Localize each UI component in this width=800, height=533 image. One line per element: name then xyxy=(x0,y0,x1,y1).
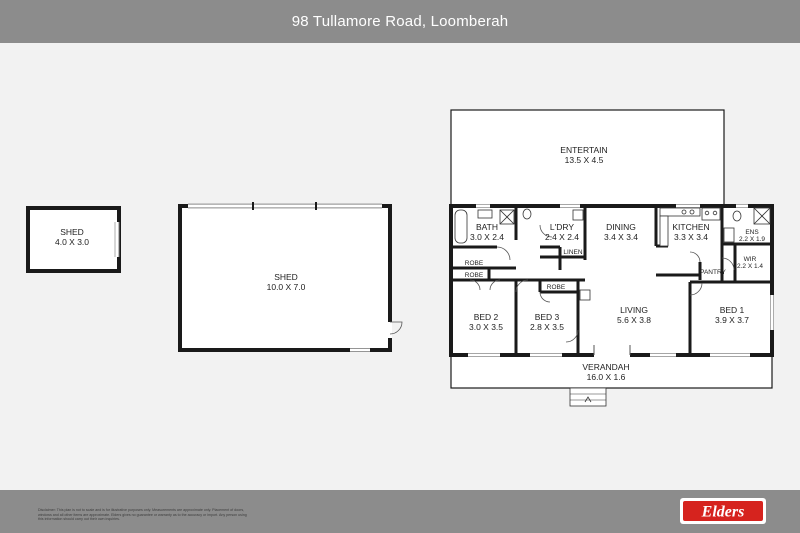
ensuite-vanity-icon xyxy=(723,227,735,243)
disclaimer-text: Disclaimer: This plan is not to scale an… xyxy=(38,508,247,522)
robe-label-1: ROBE xyxy=(465,260,484,267)
page-footer: Disclaimer: This plan is not to scale an… xyxy=(0,490,800,533)
wir-dims: 2.2 X 1.4 xyxy=(737,263,763,270)
pantry-label: PANTRY xyxy=(700,269,726,276)
floor-plan: SHED 4.0 X 3.0 SHED 10.0 X 7.0 ENTERTAIN… xyxy=(0,43,800,490)
bath-vanity-icon xyxy=(477,209,493,219)
property-address: 98 Tullamore Road, Loomberah xyxy=(291,13,509,30)
stove-icon xyxy=(701,207,721,221)
kitchen-label: KITCHEN xyxy=(672,222,709,232)
bed1-dims: 3.9 X 3.7 xyxy=(715,315,749,325)
floor-plan-drawing: SHED 4.0 X 3.0 SHED 10.0 X 7.0 ENTERTAIN… xyxy=(26,109,774,407)
bathtub-icon xyxy=(454,209,468,244)
bath-dims: 3.0 X 2.4 xyxy=(470,232,504,242)
living-fixture-icon xyxy=(579,289,591,301)
bath-label: BATH xyxy=(476,222,498,232)
dining-dims: 3.4 X 3.4 xyxy=(604,232,638,242)
entertain-label: ENTERTAIN xyxy=(560,145,607,155)
large-shed-label: SHED xyxy=(274,272,298,282)
robe-label-2: ROBE xyxy=(465,272,484,279)
kitchen-bench-icon xyxy=(659,207,701,217)
elders-logo-text: Elders xyxy=(701,504,745,521)
laundry-dims: 2.4 X 2.4 xyxy=(545,232,579,242)
fixtures xyxy=(454,207,771,301)
verandah: VERANDAH 16.0 X 1.6 xyxy=(450,354,773,407)
windows xyxy=(468,204,774,357)
ensuite-toilet-icon xyxy=(732,210,742,222)
ensuite-dims: 2.2 X 1.9 xyxy=(739,236,765,243)
dining-label: DINING xyxy=(606,222,636,232)
bed3-dims: 2.8 X 3.5 xyxy=(530,322,564,332)
doors xyxy=(469,224,735,357)
entertain-dims: 13.5 X 4.5 xyxy=(565,155,604,165)
small-shed-label: SHED xyxy=(60,227,84,237)
ensuite-label: ENS xyxy=(745,229,759,236)
bed2-label: BED 2 xyxy=(474,312,499,322)
interior-walls xyxy=(451,206,772,355)
room-labels: BATH 3.0 X 2.4 L'DRY 2.4 X 2.4 LINEN DIN… xyxy=(465,222,766,332)
small-shed-dims: 4.0 X 3.0 xyxy=(55,237,89,247)
living-dims: 5.6 X 3.8 xyxy=(617,315,651,325)
kitchen-island-icon xyxy=(659,215,669,247)
laundry-label: L'DRY xyxy=(550,222,574,232)
large-shed: SHED 10.0 X 7.0 xyxy=(178,202,403,352)
page-header: 98 Tullamore Road, Loomberah xyxy=(0,0,800,43)
entertain-area: ENTERTAIN 13.5 X 4.5 xyxy=(450,109,725,207)
wir-label: WIR xyxy=(744,256,757,263)
laundry-tub-icon xyxy=(572,209,584,221)
kitchen-dims: 3.3 X 3.4 xyxy=(674,232,708,242)
bed3-label: BED 3 xyxy=(535,312,560,322)
living-label: LIVING xyxy=(620,305,648,315)
verandah-dims: 16.0 X 1.6 xyxy=(587,372,626,382)
robe-label-3: ROBE xyxy=(547,284,566,291)
elders-logo: Elders xyxy=(680,498,766,524)
toilet-icon xyxy=(522,208,532,220)
bed2-dims: 3.0 X 3.5 xyxy=(469,322,503,332)
linen-label: LINEN xyxy=(563,249,582,256)
small-shed: SHED 4.0 X 3.0 xyxy=(26,206,121,273)
large-shed-dims: 10.0 X 7.0 xyxy=(267,282,306,292)
verandah-label: VERANDAH xyxy=(582,362,629,372)
bed1-label: BED 1 xyxy=(720,305,745,315)
